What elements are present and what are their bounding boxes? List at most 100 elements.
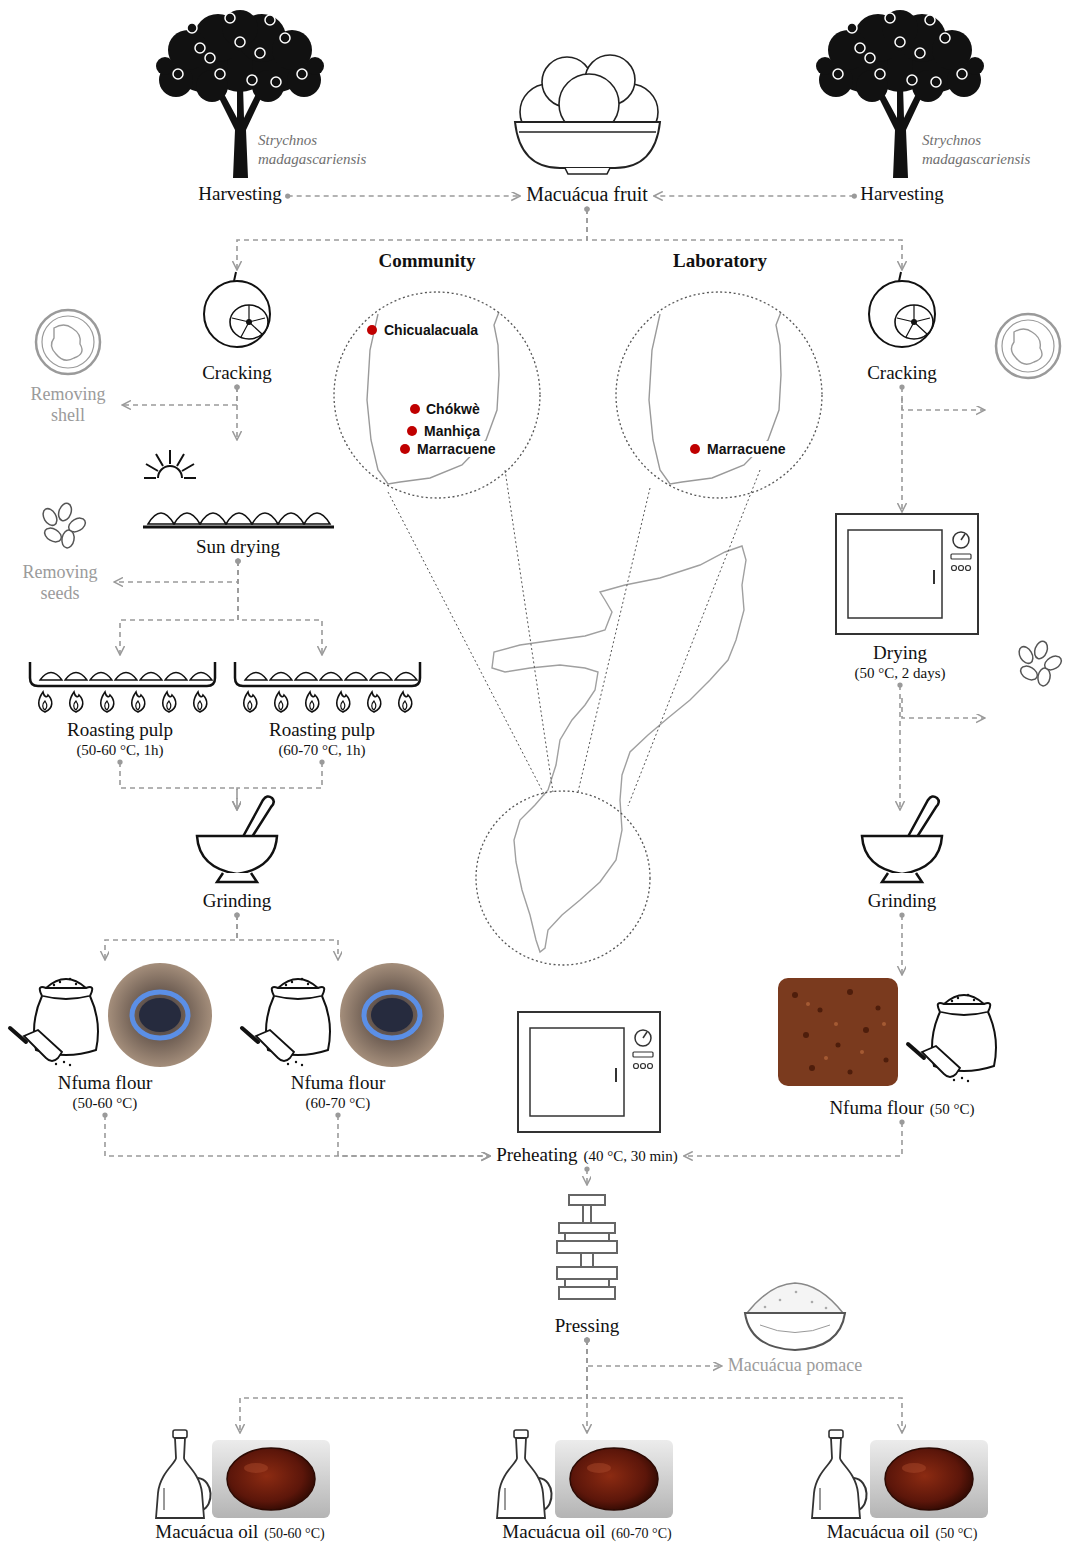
process-step: Preheating(40 °C, 30 min) bbox=[490, 1012, 684, 1169]
flour-photo bbox=[884, 1058, 889, 1063]
process-step: Sun drying bbox=[190, 440, 286, 561]
flour-photo bbox=[848, 1070, 853, 1075]
pomace-bowl-icon bbox=[745, 1313, 845, 1350]
place-name: Marracuene bbox=[416, 441, 497, 457]
roasting-tray-icon bbox=[30, 662, 215, 712]
flour-photo bbox=[809, 1065, 815, 1071]
sun-icon bbox=[144, 450, 196, 478]
place-name: Manhiça bbox=[423, 423, 481, 439]
step-label: (50 °C, 2 days) bbox=[855, 664, 946, 682]
process-step: Grinding bbox=[862, 810, 943, 915]
flour-photo bbox=[792, 989, 889, 1075]
oil-icon bbox=[212, 1440, 330, 1518]
flow-arrow bbox=[114, 561, 238, 582]
step-label: Grinding bbox=[868, 890, 937, 912]
mozambique-map bbox=[410, 404, 420, 414]
flow-arrow bbox=[120, 561, 238, 655]
oil-icon bbox=[156, 1430, 988, 1518]
roasting-photo bbox=[108, 963, 444, 1067]
mozambique-map bbox=[690, 444, 700, 454]
flour-bag-icon bbox=[908, 994, 996, 1082]
oven-icon bbox=[518, 514, 978, 1132]
step-label: Macuácua oil bbox=[502, 1521, 605, 1543]
oil-icon bbox=[812, 1430, 867, 1518]
place-name: Chicualacuala bbox=[383, 322, 479, 338]
place-name: Marracuene bbox=[706, 441, 787, 457]
flour-photo bbox=[818, 1008, 823, 1013]
process-step: Pressing bbox=[549, 1185, 625, 1340]
step-label: Nfuma flour bbox=[58, 1072, 152, 1094]
flour-photo bbox=[882, 1022, 886, 1026]
product-step: Nfuma flour(50-60 °C) bbox=[52, 960, 158, 1115]
product-step: Nfuma flour(50 °C) bbox=[823, 975, 980, 1122]
fruit-bowl-icon bbox=[515, 122, 660, 168]
step-label: Removing shell bbox=[20, 384, 116, 426]
cracked-fruit-icon bbox=[204, 272, 935, 347]
step-label: Pressing bbox=[555, 1315, 619, 1337]
press-icon bbox=[565, 1233, 609, 1241]
product-step: Macuácua oil(50 °C) bbox=[821, 1433, 984, 1546]
species-name: Strychnos madagascariensis bbox=[922, 131, 1056, 169]
flour-photo bbox=[778, 978, 898, 1086]
press-icon bbox=[559, 1223, 615, 1233]
flow-arrow bbox=[237, 915, 338, 960]
mozambique-map bbox=[407, 426, 417, 436]
fruit-bowl-icon bbox=[565, 168, 610, 174]
pomace-bowl-icon bbox=[779, 1299, 782, 1302]
seeds-icon bbox=[1016, 639, 1063, 686]
step-label: Roasting pulp bbox=[67, 719, 173, 741]
step-label: Macuácua pomace bbox=[728, 1355, 862, 1376]
pomace-bowl-icon bbox=[747, 1283, 843, 1313]
flow-arrow bbox=[338, 1115, 490, 1156]
mortar-icon bbox=[197, 796, 942, 882]
shell-icon bbox=[996, 314, 1060, 378]
mozambique-map bbox=[492, 546, 746, 952]
flow-arrow bbox=[105, 915, 237, 960]
product-step: Macuácua oil(50-60 °C) bbox=[149, 1433, 330, 1546]
fruit-bowl-icon bbox=[519, 131, 656, 132]
process-step: Roasting pulp(60-70 °C, 1h) bbox=[263, 655, 381, 762]
flow-arrow bbox=[240, 1340, 587, 1433]
step-label: Nfuma flour bbox=[291, 1072, 385, 1094]
seeds-icon bbox=[40, 501, 87, 548]
map-circle-line bbox=[334, 292, 540, 498]
flow-arrow bbox=[587, 1340, 902, 1433]
step-label: Drying bbox=[855, 642, 946, 664]
drying-pulp-icon bbox=[278, 513, 304, 524]
flour-photo bbox=[806, 1002, 810, 1006]
step-label: Macuácua oil bbox=[827, 1521, 930, 1543]
step-label: Nfuma flour bbox=[829, 1097, 923, 1119]
pomace-bowl-icon bbox=[795, 1291, 798, 1294]
removed-part: Removing shell bbox=[14, 300, 122, 429]
map-circle bbox=[614, 290, 824, 500]
pomace-bowl-icon bbox=[764, 1306, 767, 1309]
flour-photo bbox=[778, 978, 898, 1086]
oven-icon bbox=[518, 1012, 660, 1132]
product-step: Nfuma flour(60-70 °C) bbox=[285, 960, 391, 1115]
roasting-photo bbox=[132, 992, 188, 1038]
drying-pulp-icon bbox=[148, 513, 330, 524]
sun-icon bbox=[144, 450, 196, 478]
drying-pulp-icon bbox=[143, 513, 334, 527]
process-step: Drying(50 °C, 2 days) bbox=[849, 512, 952, 685]
oil-icon bbox=[870, 1440, 988, 1518]
drying-pulp-icon bbox=[174, 513, 200, 524]
byproduct-arrow bbox=[902, 398, 985, 410]
map-heading: Community bbox=[378, 250, 475, 272]
tree-icon bbox=[156, 10, 984, 178]
process-step: Grinding bbox=[197, 810, 278, 915]
press-icon bbox=[569, 1195, 605, 1205]
flow-arrow bbox=[901, 915, 903, 975]
flour-photo bbox=[860, 1050, 864, 1054]
oil-icon bbox=[497, 1430, 552, 1518]
flour-bag-icon bbox=[10, 978, 98, 1066]
step-label: Macuácua fruit bbox=[526, 183, 648, 206]
flour-photo bbox=[824, 1056, 828, 1060]
cracked-fruit-icon bbox=[869, 272, 935, 347]
byproduct-step: Macuácua pomace bbox=[722, 1355, 868, 1379]
connector-group bbox=[105, 196, 902, 1433]
flour-bag-icon bbox=[242, 978, 330, 1066]
pomace-bowl-icon bbox=[760, 1325, 830, 1333]
press-icon bbox=[557, 1195, 617, 1299]
